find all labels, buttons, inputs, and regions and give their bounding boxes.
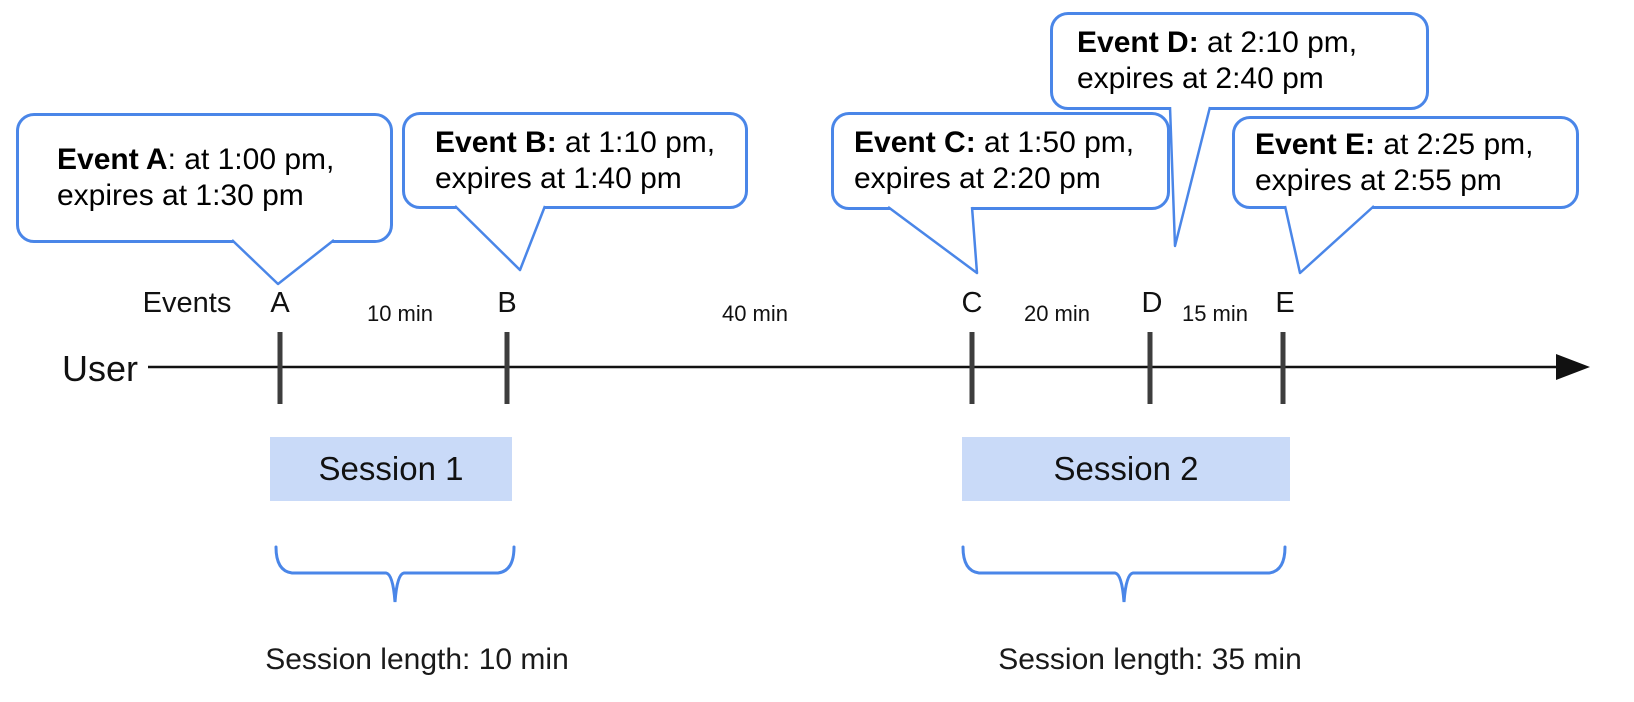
callout-d-tail [1168, 106, 1212, 248]
event-label-e: E [1275, 287, 1295, 319]
event-c-callout: Event C: at 1:50 pm, expires at 2:20 pm [831, 112, 1170, 210]
callout-e-title: Event E: [1255, 127, 1376, 161]
callout-c-line1: Event C: at 1:50 pm, [854, 125, 1167, 161]
session-2-bar: Session 2 [962, 437, 1290, 501]
callout-c-tail [887, 205, 979, 275]
session-1-label: Session 1 [318, 450, 464, 487]
callout-a-tail [231, 239, 335, 286]
callout-e-line2: expires at 2:55 pm [1255, 163, 1502, 197]
callout-b-time: at 1:10 pm, [556, 125, 716, 159]
callout-b-line2: expires at 1:40 pm [435, 161, 682, 195]
event-b-callout: Event B: at 1:10 pm, expires at 1:40 pm [402, 112, 748, 209]
callout-c-time: at 1:50 pm, [975, 126, 1135, 159]
session-2-label: Session 2 [1053, 450, 1199, 487]
session-1-length-label: Session length: 10 min [265, 643, 569, 676]
session-2-length-label: Session length: 35 min [998, 643, 1302, 676]
event-label-a: A [270, 287, 290, 319]
callout-a-line1: Event A: at 1:00 pm, [57, 142, 390, 178]
interval-label-40min: 40 min [721, 301, 789, 326]
user-label: User [62, 348, 139, 389]
events-axis-label: Events [142, 287, 232, 319]
interval-label-10min: 10 min [366, 301, 434, 326]
session-2-brace [961, 545, 1287, 603]
callout-e-line1: Event E: at 2:25 pm, [1255, 127, 1576, 163]
event-label-b: B [497, 287, 517, 319]
callout-b-tail [454, 205, 547, 272]
event-d-callout: Event D: at 2:10 pm, expires at 2:40 pm [1050, 12, 1429, 110]
callout-e-time: at 2:25 pm, [1375, 127, 1534, 161]
callout-d-line1: Event D: at 2:10 pm, [1077, 25, 1426, 61]
callout-e-tail [1283, 205, 1375, 275]
event-a-callout: Event A: at 1:00 pm, expires at 1:30 pm [16, 113, 393, 243]
event-label-d: D [1141, 287, 1163, 319]
session-1-brace [274, 545, 516, 603]
interval-label-15min: 15 min [1181, 301, 1249, 326]
axis-arrowhead-icon [1556, 354, 1590, 380]
callout-d-time: at 2:10 pm, [1198, 26, 1358, 59]
event-label-c: C [961, 287, 983, 319]
session-1-bar: Session 1 [270, 437, 512, 501]
callout-a-line2: expires at 1:30 pm [57, 179, 304, 212]
callout-a-time: : at 1:00 pm, [167, 143, 335, 176]
callout-c-line2: expires at 2:20 pm [854, 162, 1101, 195]
event-e-callout: Event E: at 2:25 pm, expires at 2:55 pm [1232, 116, 1579, 209]
callout-c-title: Event C: [854, 126, 976, 159]
callout-b-line1: Event B: at 1:10 pm, [435, 125, 745, 161]
callout-d-title: Event D: [1077, 26, 1199, 59]
callout-a-title: Event A [57, 143, 168, 176]
callout-b-title: Event B: [435, 125, 557, 159]
interval-label-20min: 20 min [1023, 301, 1091, 326]
callout-d-line2: expires at 2:40 pm [1077, 62, 1324, 95]
